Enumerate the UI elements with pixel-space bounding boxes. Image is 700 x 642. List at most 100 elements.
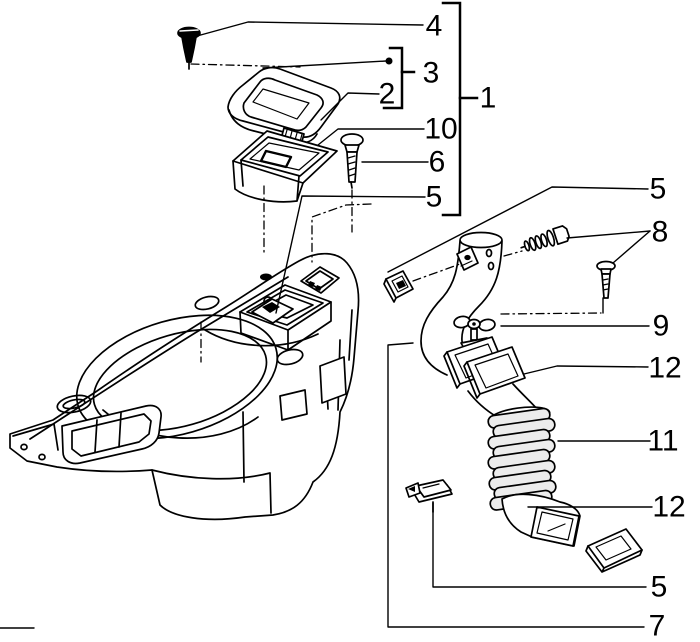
tray-flange-inner (240, 136, 329, 177)
leader-line-8-bolt (566, 230, 651, 239)
outlet-elbow (501, 493, 581, 547)
lid-top-panel (242, 77, 324, 132)
front-pocket-dividers (94, 412, 122, 453)
duct-bracket-hole (464, 254, 471, 261)
flange-hole (20, 443, 28, 451)
bracket-3 (382, 46, 404, 110)
elbow-outlet-face (530, 506, 580, 547)
leader-line-5-bottom (432, 502, 647, 588)
hinge-tab (279, 389, 308, 421)
front-pocket-inner (71, 413, 152, 457)
leader-dots (385, 57, 393, 65)
callout-label-3-1: 3 (423, 57, 440, 90)
callout-label-5-7: 5 (650, 173, 667, 206)
rear-slot (319, 356, 347, 404)
callout-label-12-12: 12 (652, 491, 685, 524)
clip-slot (422, 483, 440, 489)
bracket-1 (441, 1, 462, 217)
leader-line-7 (387, 342, 645, 628)
callout-label-8-8: 8 (652, 216, 669, 249)
elbow-outlet-inner (536, 511, 574, 541)
clip-hole (396, 280, 406, 289)
washer (546, 229, 556, 247)
body-rim-line (29, 276, 289, 440)
gasket-frames-12 (443, 336, 526, 399)
bolt-tip (520, 245, 526, 249)
callout-label-4-0: 4 (426, 10, 443, 43)
bolt-head (552, 225, 570, 246)
tray-slot (259, 149, 293, 169)
gasket-frame-thickness (443, 351, 481, 399)
deck-hole (260, 273, 272, 281)
duct-hole (487, 261, 495, 271)
spring-washer (528, 236, 537, 252)
screw-8 (596, 260, 616, 299)
elbow-reflection (547, 523, 566, 532)
clip-upper-plate (415, 479, 452, 498)
callout-label-11-11: 11 (647, 425, 678, 458)
spring-washer (534, 235, 543, 250)
bucket-lines (151, 411, 272, 514)
screw-shaft (601, 273, 611, 299)
callout-label-7-14: 7 (649, 610, 666, 642)
wing-nut-stem (470, 328, 478, 341)
bolt-head-line (552, 228, 559, 245)
oval-slot (56, 394, 92, 414)
callout-label-12-10: 12 (648, 352, 681, 385)
bolt-with-washers-8 (520, 225, 570, 252)
duct-bracket-fold (460, 260, 473, 267)
mounting-frame-tray (232, 130, 338, 203)
bezel-thickness (585, 545, 643, 573)
callout-leader-lines (0, 21, 653, 629)
clip-tab-notch (408, 486, 415, 492)
screw-threads (602, 278, 609, 291)
deck-pad (276, 348, 304, 366)
screw-6 (340, 133, 364, 189)
clip-inner (391, 275, 409, 293)
callout-label-1-3: 1 (480, 82, 497, 115)
wing-nut-center (472, 322, 476, 326)
leader-line-12-upper (523, 365, 649, 375)
helmet-well-outer-rim (75, 314, 279, 440)
screw-4 (177, 26, 201, 70)
leader-line-2 (320, 92, 380, 121)
lid-latch-teeth (284, 129, 303, 143)
group-brackets (382, 1, 479, 217)
alignment-line-screw8-duct (500, 312, 602, 315)
side-pocket-mark (315, 285, 322, 291)
screw-shaft (181, 36, 197, 63)
outlet-frame-bezel (585, 528, 643, 573)
alignment-line-screw6-body (311, 203, 372, 263)
bezel-inner (595, 535, 632, 561)
leader-line-4 (196, 21, 424, 37)
duct-hole (485, 248, 493, 258)
side-pocket-rim (300, 266, 340, 294)
leader-line-5-left (275, 195, 426, 314)
latch-keeper-hole (262, 302, 280, 313)
tray-box-depth (232, 159, 304, 203)
gasket-frame-inner (474, 353, 519, 389)
callout-label-10-4: 10 (424, 113, 457, 146)
oval-slot-inner (62, 398, 86, 410)
callout-label-5-13: 5 (651, 571, 668, 604)
front-pocket-outer (61, 404, 162, 465)
wing-right (478, 318, 496, 332)
deck-pad (194, 295, 220, 311)
clip-nut-lower (405, 479, 453, 513)
spring-washer (540, 233, 549, 248)
screw-slot (179, 29, 199, 32)
leader-line-8-screw (612, 230, 651, 264)
helmet-well-inner-rim (92, 328, 268, 432)
leader-line-5-right (387, 186, 649, 273)
duct-top-opening (459, 231, 503, 249)
clip-nut-upper (383, 270, 414, 303)
duct-left-wall (420, 240, 461, 376)
callout-label-9-9: 9 (653, 310, 670, 343)
flange-hole (38, 453, 46, 461)
screw-collar (344, 144, 360, 153)
storage-box-body (9, 252, 360, 521)
callout-label-5-6: 5 (426, 181, 443, 214)
callout-label-6-5: 6 (429, 146, 446, 179)
